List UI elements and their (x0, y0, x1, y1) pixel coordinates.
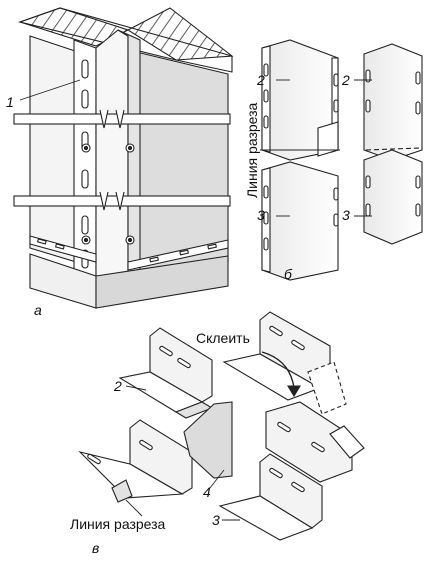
glue-label: Склеить (196, 330, 250, 346)
part-v-j-channel (78, 311, 365, 541)
callout-3-b-right: 3 (342, 207, 350, 223)
callout-2-v: 2 (114, 378, 122, 394)
right-wall (127, 49, 229, 277)
section-label-a: а (34, 302, 42, 318)
cut-line-vertical-label: Линия разреза (244, 102, 260, 198)
callout-3-v: 3 (212, 512, 220, 528)
section-label-b: б (284, 266, 292, 282)
foundation-right (95, 255, 229, 309)
part-b-profile-joint (260, 39, 423, 281)
nail-slots-profiles (263, 63, 421, 251)
break-bars (13, 109, 231, 211)
profile-lower-right (363, 149, 423, 245)
cut-line-bottom-label: Линия разреза (70, 516, 166, 532)
part-a-corner-assembly (13, 7, 234, 309)
callout-1: 1 (6, 94, 14, 110)
glue-arrow (261, 351, 295, 389)
callout-4-v: 4 (203, 484, 211, 500)
nails (81, 143, 135, 245)
profile-lower-left (261, 161, 339, 281)
profile-upper-right (363, 43, 423, 161)
callout-3-b-left: 3 (257, 207, 265, 223)
nail-slots-post (81, 59, 89, 269)
starter-strip (29, 235, 229, 271)
callout-2-b-left: 2 (257, 72, 265, 88)
section-label-v: в (92, 540, 100, 556)
corner-post-front-face (95, 29, 129, 299)
callout-2-b-right: 2 (342, 72, 350, 88)
corner-insert-4 (183, 401, 233, 479)
